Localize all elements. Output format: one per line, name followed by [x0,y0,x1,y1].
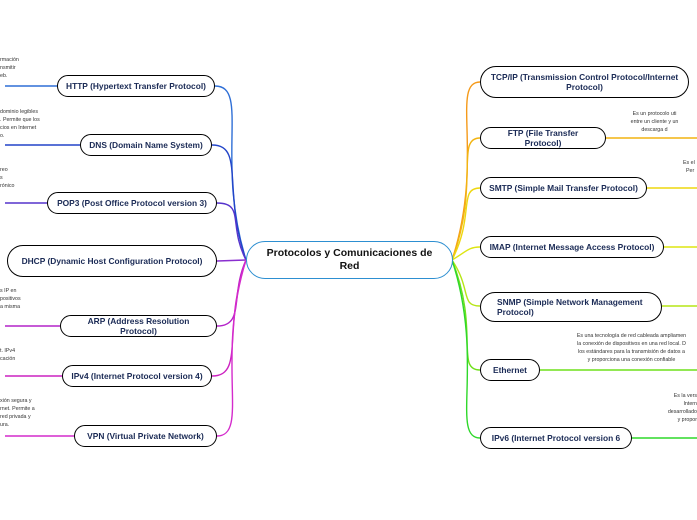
topic-ipv4[interactable]: IPv4 (Internet Protocol version 4) [62,365,212,387]
note-line: s [0,174,3,181]
note-line: Es un protocolo uti [632,111,677,117]
branch-dns [211,144,247,261]
note-http: rmación nsmitir eb. [0,57,60,81]
note-ethernet: Es una tecnología de red cableada amplia… [566,333,697,365]
note-line: positivos [0,295,21,302]
note-line: y proporciona una conexión confiable [587,356,676,363]
topic-imap[interactable]: IMAP (Internet Message Access Protocol) [480,236,664,258]
note-line: Es una tecnología de red cableada amplia… [576,333,687,339]
note-line: y propor [677,416,697,423]
topic-vpn[interactable]: VPN (Virtual Private Network) [74,425,217,447]
branch-smtp [451,187,481,261]
note-line: red privada y [0,413,31,420]
note-line: desarrollado [667,408,697,415]
branch-snmp [451,259,481,307]
note-line: la conexión de dispositivos en una red l… [577,340,686,347]
topic-smtp[interactable]: SMTP (Simple Mail Transfer Protocol) [480,177,647,199]
note-line: a misma [0,303,21,310]
note-line: t. IPv4 [0,348,16,354]
note-ipv6: Es la vers Intern desarrollado y propor [644,393,697,425]
branch-tcpip [451,81,481,261]
note-dns: dominio legibles . Permite que los cios … [0,109,80,141]
note-line: nsmitir [0,64,16,71]
note-ftp: Es un protocolo uti entre un cliente y u… [612,111,697,135]
note-line: rnet. Permite a [0,405,35,412]
note-line: reo [0,167,8,173]
note-line: rmación [0,57,19,63]
note-line: Per [686,167,695,174]
note-line: Es el [683,160,695,166]
note-line: Intern [683,400,697,407]
topic-http[interactable]: HTTP (Hypertext Transfer Protocol) [57,75,215,97]
topic-snmp[interactable]: SNMP (Simple Network Management Protocol… [480,292,662,322]
topic-arp[interactable]: ARP (Address Resolution Protocol) [60,315,217,337]
note-line: eb. [0,72,8,79]
topic-dhcp[interactable]: DHCP (Dynamic Host Configuration Protoco… [7,245,217,277]
note-pop3: reo s rónico [0,167,50,191]
topic-pop3[interactable]: POP3 (Post Office Protocol version 3) [47,192,217,214]
branch-arp [216,259,247,327]
note-smtp: Es el Per [683,160,697,176]
note-line: cios en Internet [0,124,37,131]
central-topic[interactable]: Protocolos y Comunicaciones de Red [246,241,453,279]
branch-vpn [216,259,247,437]
branch-ftp [451,137,481,261]
note-ipv4: t. IPv4 cación [0,348,60,364]
note-line: rónico [0,182,15,189]
branch-pop3 [216,202,247,261]
branch-http [214,85,247,261]
note-line: xión segura y [0,398,32,404]
note-line: dominio legibles [0,109,38,115]
note-arp: s IP en positivos a misma [0,288,60,312]
note-line: cación [0,355,16,362]
note-line: . Permite que los [0,116,40,123]
topic-dns[interactable]: DNS (Domain Name System) [80,134,212,156]
topic-ethernet[interactable]: Ethernet [480,359,540,381]
note-line: ura. [0,421,10,428]
topic-tcpip[interactable]: TCP/IP (Transmission Control Protocol/In… [480,66,689,98]
topic-ftp[interactable]: FTP (File Transfer Protocol) [480,127,606,149]
note-vpn: xión segura y rnet. Permite a red privad… [0,398,72,430]
branch-ipv6 [451,259,481,439]
note-line: Es la vers [673,393,697,399]
note-line: entre un cliente y un [630,118,679,125]
note-line: los estándares para la transmisión de da… [578,348,685,355]
branch-dhcp [216,259,247,262]
branch-imap [451,246,481,261]
note-line: o. [0,132,5,139]
note-line: s IP en [0,288,17,294]
topic-ipv6[interactable]: IPv6 (Internet Protocol version 6 [480,427,632,449]
note-line: descarga d [641,126,668,133]
